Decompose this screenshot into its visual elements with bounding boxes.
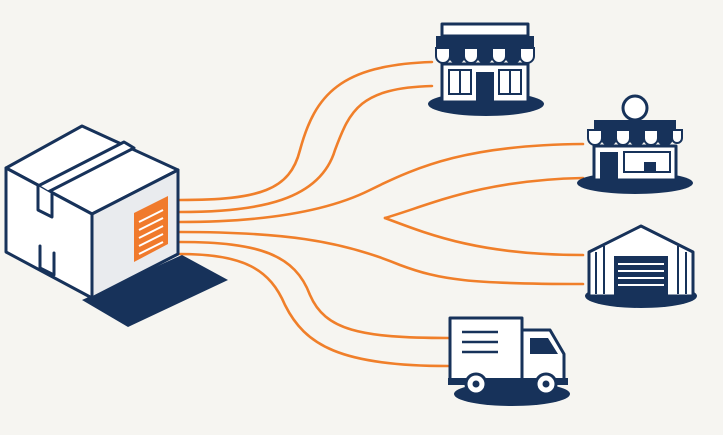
warehouse-icon <box>585 224 697 308</box>
delivery-truck-icon <box>448 316 570 406</box>
box-front-tape-lower <box>38 244 56 277</box>
flow-line-to-shop-lower <box>383 176 585 220</box>
flow-line-to-shop-upper <box>178 142 585 224</box>
flow-line-to-storefront-inner <box>178 84 434 214</box>
flow-line-to-warehouse-lower <box>178 230 585 286</box>
storefront-icon <box>428 22 544 116</box>
flow-line-to-storefront-outer <box>178 60 434 202</box>
shipping-box-icon <box>4 124 228 327</box>
flow-line-to-warehouse-upper <box>383 216 585 257</box>
box-shadow <box>82 255 228 327</box>
flow-line-to-truck-upper <box>178 240 450 340</box>
flow-lines <box>178 60 585 368</box>
flow-line-to-truck-lower <box>178 252 450 368</box>
box-front-tape <box>36 184 54 219</box>
shop-icon <box>577 94 693 194</box>
shipping-label-lines <box>138 209 164 255</box>
